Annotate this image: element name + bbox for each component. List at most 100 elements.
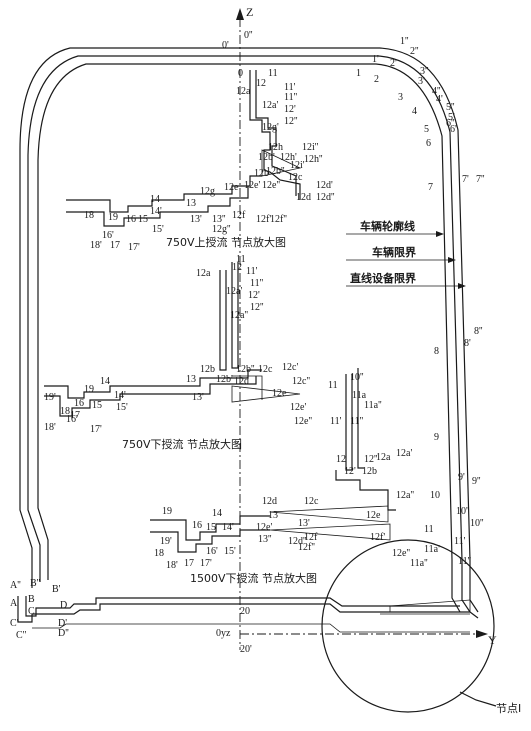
upper-detail-label: 12c [288, 172, 303, 183]
upper-detail-label: 12g'' [212, 224, 231, 235]
lower1500-detail-label: 16' [206, 546, 218, 557]
contour-label: 5'' [446, 102, 455, 113]
upper-detail-label: 12h [268, 142, 283, 153]
lower750-detail-label: 17 [70, 410, 80, 421]
upper-detail-label: 12' [284, 104, 296, 115]
contour-label: 10 [430, 490, 440, 501]
lower1500-detail-label: 13'' [258, 534, 272, 545]
lower1500-detail-label: 17 [184, 558, 194, 569]
lower1500-detail-label: 12'' [364, 454, 378, 465]
contour-label: 0'' [244, 30, 253, 41]
contour-label: 5' [448, 112, 455, 123]
corner-label: B' [52, 584, 61, 595]
lower750-detail-label: 12b' [216, 374, 233, 385]
lower750-detail-label: 16' [66, 414, 78, 425]
lower1500-detail-label: 11'' [350, 416, 363, 427]
lower750-detail-label: 12b'' [236, 364, 255, 375]
upper-detail-label: 14 [150, 194, 160, 205]
contour-label: 6 [426, 138, 431, 149]
corner-label: B [28, 594, 35, 605]
caption-node: 节点I [496, 702, 521, 715]
upper-detail-label: 12g [200, 186, 215, 197]
legend-vehicle-profile: 车辆轮廓线 [360, 219, 415, 233]
corner-label: B'' [30, 578, 40, 589]
lower750-detail-label: 19' [44, 392, 56, 403]
floor-line-bottom [32, 623, 470, 633]
upper-detail-wedge [261, 149, 302, 177]
upper-detail-label: 12'' [284, 116, 298, 127]
contour-label: 11a' [424, 544, 440, 555]
upper-detail-label: 13'' [212, 214, 226, 225]
lower750-detail-label: 15' [116, 402, 128, 413]
lower1500-detail-label: 12a'' [396, 490, 414, 501]
lower750-detail-label: 18' [44, 422, 56, 433]
upper-detail-label: 12e' [244, 180, 260, 191]
lower750-detail-label: 11 [236, 254, 246, 265]
caption-upper-750: 750V上授流 节点放大图 [166, 235, 286, 249]
corner-label: C [28, 606, 35, 617]
lower1500-detail-label: 14' [222, 522, 234, 533]
contour-label: 2' [390, 58, 397, 69]
contour-label: 4 [412, 106, 417, 117]
lower750-detail-label: 12c [258, 364, 273, 375]
lower750-detail-label: 12'' [250, 302, 264, 313]
y-axis-arrow [476, 630, 488, 638]
lower1500-detail-label: 11a [352, 390, 367, 401]
lower1500-detail-label: 12a' [396, 448, 412, 459]
lower750-detail-label: 14' [114, 390, 126, 401]
lower1500-detail-label: 12b [362, 466, 377, 477]
lower1500-detail-steps-2 [150, 529, 270, 553]
upper-detail-label: 12i' [290, 160, 305, 171]
lower1500-detail-label: 15 [206, 522, 216, 533]
lower1500-detail-label: 10'' [350, 372, 364, 383]
upper-detail-label: 12d' [316, 180, 333, 191]
lower750-detail-label: 12d [234, 376, 249, 387]
upper-detail-label: 19 [108, 212, 118, 223]
caption-lower-750: 750V下授流 节点放大图 [122, 437, 242, 451]
contour-label: 9'' [472, 476, 481, 487]
legend-arrowhead-1 [436, 231, 444, 237]
lower1500-detail-label: 12d'' [288, 536, 307, 547]
upper-detail-label: 12b'' [266, 166, 285, 177]
lower1500-detail-wedges [269, 505, 391, 541]
contour-label: 1 [356, 68, 361, 79]
contour-label: 6'' [446, 118, 455, 129]
lower1500-detail-label: 13' [298, 518, 310, 529]
upper-detail-outline [249, 70, 301, 200]
corner-label: A [10, 598, 18, 609]
lower750-detail-label: 16 [74, 398, 84, 409]
contour-label: 7' [462, 174, 469, 185]
equipment-limit-outline [19, 47, 479, 613]
lower750-detail-label: 12e' [290, 402, 306, 413]
upper-detail-label: 12d [296, 192, 311, 203]
upper-detail-label: 13 [186, 198, 196, 209]
contour-label: 3 [398, 92, 403, 103]
contour-label: 8' [464, 338, 471, 349]
lower750-detail-steps-2 [44, 369, 262, 399]
corner-label: D [60, 600, 67, 611]
contour-label: 0' [222, 40, 229, 51]
y-axis-label: Y [488, 633, 497, 647]
contour-label: 11' [454, 536, 466, 547]
upper-detail-steps-2 [66, 186, 249, 227]
upper-detail-steps [66, 175, 262, 213]
z-axis-arrow [236, 8, 244, 20]
lower750-detail-label: 19 [84, 384, 94, 395]
node-pointer [459, 691, 497, 707]
lower1500-detail-label: 11 [328, 380, 338, 391]
contour-label: 10'' [470, 518, 484, 529]
lower750-detail-label: 14 [100, 376, 110, 387]
contour-label: 5 [424, 124, 429, 135]
node-circle [321, 539, 495, 713]
upper-detail-label: 12 [256, 78, 266, 89]
corner-label: D' [58, 618, 67, 629]
lower1500-detail-label: 12 [336, 454, 346, 465]
upper-detail-label: 12b [254, 168, 269, 179]
upper-detail-label: 12b' [258, 152, 275, 163]
lower750-detail-label: 11' [246, 266, 258, 277]
corner-label: A'' [10, 580, 21, 591]
upper-detail-label: 11'' [284, 92, 297, 103]
upper-detail-label: 12f [232, 210, 246, 221]
lower750-detail-label: 13' [192, 392, 204, 403]
